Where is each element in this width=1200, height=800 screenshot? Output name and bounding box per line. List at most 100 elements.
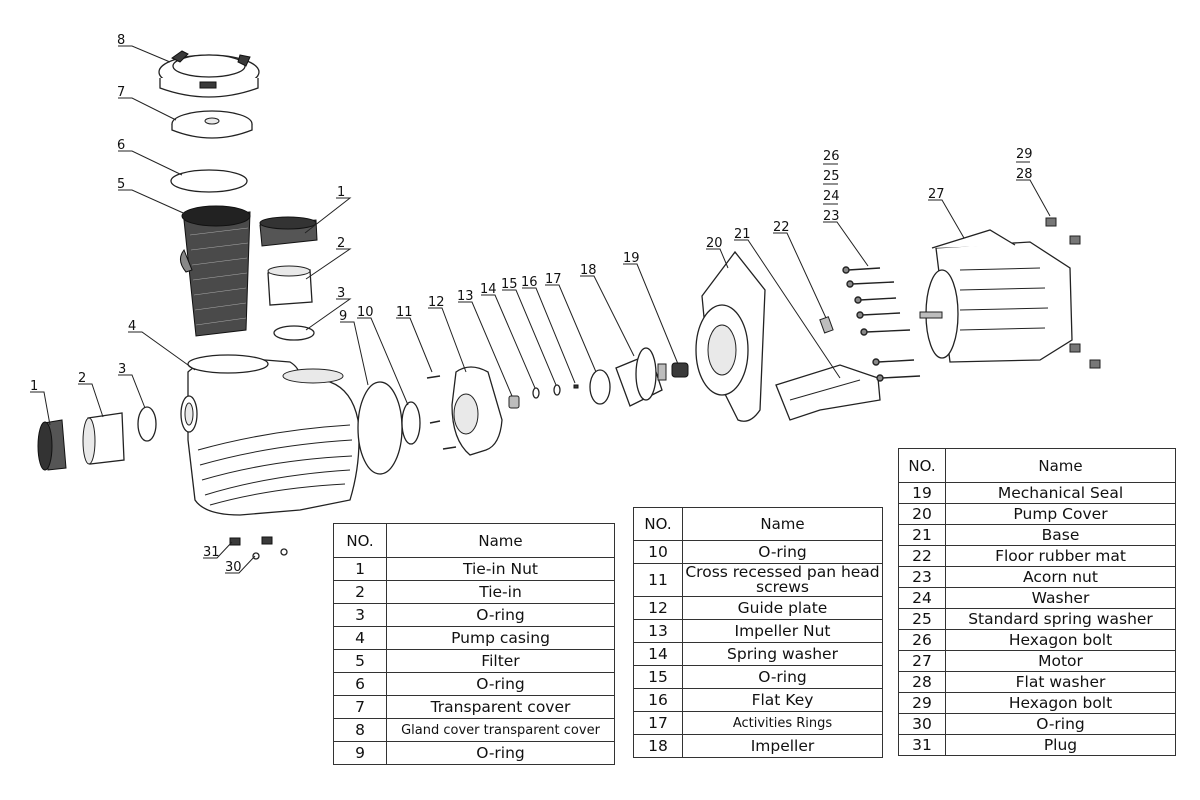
part-name: Filter: [386, 649, 615, 673]
part-no: 4: [333, 626, 387, 650]
part-name: Flat Key: [682, 688, 883, 712]
part-name: Gland cover transparent cover: [386, 718, 615, 742]
part-1-tie-in-nut-left: [37, 419, 67, 471]
callout-underlines: [823, 161, 1030, 205]
part-no: 7: [333, 695, 387, 719]
part-no: 12: [633, 596, 683, 620]
callout-11: 11: [396, 305, 413, 320]
header-name: Name: [386, 523, 615, 558]
part-no: 16: [633, 688, 683, 712]
part-no: 24: [898, 587, 946, 609]
callout-22: 22: [773, 220, 790, 235]
part-6-o-ring: [170, 169, 248, 193]
callout-27: 27: [928, 187, 945, 202]
part-1-tie-in-nut-top: [259, 216, 318, 247]
part-21-base: [775, 364, 881, 421]
part-2-tie-in-top: [267, 265, 313, 306]
part-no: 20: [898, 503, 946, 525]
part-no: 14: [633, 642, 683, 666]
part-11-screws: [426, 375, 457, 450]
callout-2-left: 2: [78, 371, 86, 386]
part-name: Mechanical Seal: [945, 482, 1176, 504]
callout-6: 6: [117, 138, 125, 153]
callout-1-left: 1: [30, 379, 38, 394]
callout-3-left: 3: [118, 362, 126, 377]
callout-16: 16: [521, 275, 538, 290]
part-name: Acorn nut: [945, 566, 1176, 588]
header-no: NO.: [633, 507, 683, 541]
part-16-flat-key: [573, 384, 579, 389]
part-2-tie-in-left: [82, 412, 125, 465]
part-no: 5: [333, 649, 387, 673]
part-name: Hexagon bolt: [945, 629, 1176, 651]
part-4-pump-casing: [180, 354, 360, 516]
callout-3-top: 3: [337, 286, 345, 301]
part-12-guide-plate: [451, 366, 503, 456]
header-no: NO.: [898, 448, 946, 483]
part-no: 3: [333, 603, 387, 627]
part-no: 29: [898, 692, 946, 714]
part-no: 10: [633, 540, 683, 564]
part-no: 1: [333, 557, 387, 581]
part-name: Motor: [945, 650, 1176, 672]
part-no: 15: [633, 665, 683, 689]
part-name: Impeller: [682, 734, 883, 758]
part-name: Impeller Nut: [682, 619, 883, 643]
part-13-impeller-nut: [508, 395, 520, 409]
parts-23-26-bolts: [842, 266, 921, 382]
callout-23: 23: [823, 209, 840, 224]
part-name: O-ring: [682, 540, 883, 564]
callout-15: 15: [501, 277, 518, 292]
part-no: 22: [898, 545, 946, 567]
part-20-pump-cover: [695, 250, 766, 422]
part-19-mechanical-seal: [671, 362, 689, 378]
callout-8: 8: [117, 33, 125, 48]
part-name: Guide plate: [682, 596, 883, 620]
part-no: 26: [898, 629, 946, 651]
part-no: 28: [898, 671, 946, 693]
part-name: Transparent cover: [386, 695, 615, 719]
part-15-o-ring: [553, 384, 561, 396]
callout-7: 7: [117, 85, 125, 100]
part-7-transparent-cover: [171, 110, 253, 139]
part-no: 30: [898, 713, 946, 735]
part-name: O-ring: [386, 603, 615, 627]
part-no: 31: [898, 734, 946, 756]
callout-13: 13: [457, 289, 474, 304]
part-name: Washer: [945, 587, 1176, 609]
callout-2-top: 2: [337, 236, 345, 251]
header-name: Name: [945, 448, 1176, 483]
callout-labels: 8 7 6 5 1 2 3 4 1 2 3 9 10 11 12 13 14 1…: [30, 33, 1033, 575]
part-name: O-ring: [386, 672, 615, 696]
part-name: Base: [945, 524, 1176, 546]
part-3-o-ring-top: [273, 325, 315, 341]
part-name: Pump Cover: [945, 503, 1176, 525]
part-no: 17: [633, 711, 683, 735]
callout-4: 4: [128, 319, 136, 334]
callout-24: 24: [823, 189, 840, 204]
callout-28: 28: [1016, 167, 1033, 182]
callout-1-top: 1: [337, 185, 345, 200]
callout-26: 26: [823, 149, 840, 164]
callout-17: 17: [545, 272, 562, 287]
part-name: O-ring: [682, 665, 883, 689]
part-9-o-ring: [357, 381, 403, 475]
part-no: 6: [333, 672, 387, 696]
callout-18: 18: [580, 263, 597, 278]
part-5-filter-basket: [180, 205, 251, 337]
part-name: Cross recessed pan head screws: [682, 563, 883, 597]
callout-20: 20: [706, 236, 723, 251]
header-name: Name: [682, 507, 883, 541]
parts-28-29-hardware: [1045, 217, 1101, 369]
part-10-o-ring: [401, 401, 421, 445]
callout-25: 25: [823, 169, 840, 184]
callout-21: 21: [734, 227, 751, 242]
part-no: 11: [633, 563, 683, 597]
part-27-motor: [919, 229, 1073, 363]
part-18-impeller: [615, 347, 667, 407]
part-no: 23: [898, 566, 946, 588]
part-8-gland-cover: [158, 50, 260, 98]
part-no: 9: [333, 741, 387, 765]
